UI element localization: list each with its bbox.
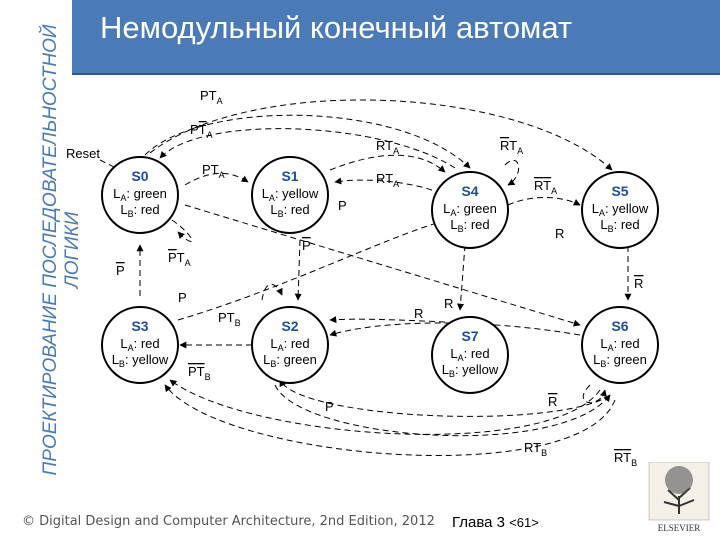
state-output-a: LA: yellow [262, 186, 319, 203]
state-output-b: LB: yellow [112, 352, 169, 369]
arrow-s4-s5 [507, 197, 581, 206]
transition-label-rta-2: RTA [376, 171, 399, 189]
title-bar: Немодульный конечный автомат [72, 0, 720, 75]
state-circle [431, 316, 509, 394]
state-output-b: LB: red [600, 217, 639, 234]
transition-label-ptb-s2: PTB [218, 310, 241, 328]
state-output-a: LA: red [600, 336, 639, 353]
state-circle [581, 171, 659, 249]
transition-label-pta-s0s1: PTA [202, 162, 225, 180]
state-output-a: LA: red [270, 336, 309, 353]
transition-label-r-s6s2: R [414, 306, 423, 321]
chapter-label: Глава 3 [452, 514, 506, 531]
transition-label-p-s1s4: P [338, 198, 347, 213]
arrow-s0-s1 [184, 172, 249, 186]
self-loop-s4 [504, 159, 520, 186]
state-output-b: LB: red [450, 217, 489, 234]
arrow-s3-s4 [177, 220, 441, 321]
state-circle [101, 156, 179, 234]
state-name: S6 [611, 318, 628, 334]
transition-label-p-s6s2: P [325, 399, 334, 414]
state-output-b: LB: red [120, 202, 159, 219]
state-name: S3 [131, 318, 148, 334]
transition-label-rta-1: RTA [376, 138, 399, 156]
state-name: S4 [461, 183, 478, 199]
state-name: S7 [461, 328, 478, 344]
state-output-b: LB: red [270, 202, 309, 219]
footer-copyright: © Digital Design and Computer Architectu… [22, 514, 435, 529]
transition-label-nrta-s4: RTA [500, 138, 523, 156]
arrow-s0-s4-top [144, 114, 471, 169]
arrow-s6-s3 [169, 379, 601, 435]
arrow-s1-s2 [294, 239, 302, 301]
logo-text: ELSEVIER [658, 523, 701, 533]
state-output-a: LA: red [120, 336, 159, 353]
arrow-s4-s7 [456, 244, 466, 311]
arrow-s0-s5 [149, 99, 613, 171]
arrow-s6-s2 [329, 322, 581, 337]
elsevier-logo: ELSEVIER [648, 462, 710, 533]
state-circle [251, 306, 329, 384]
state-name: S5 [611, 183, 628, 199]
arrow-s6-s2-bottom [279, 379, 611, 417]
slide-title: Немодульный конечный автомат [100, 10, 573, 45]
state-output-a: LA: yellow [592, 201, 649, 218]
transition-label-rtb-1: RTB [524, 440, 547, 458]
arrow-s7-s2 [329, 316, 446, 324]
state-output-a: LA: green [113, 186, 167, 203]
arrow-s1-s4 [329, 154, 446, 173]
transition-label-nr-s5s6: R [634, 276, 643, 291]
arrow-s4-s1 [334, 177, 433, 191]
transition-label-r-s5s6: R [555, 226, 564, 241]
self-loop-s0 [171, 219, 193, 242]
state-circle [101, 306, 179, 384]
transition-label-nrnta-s5: RTA [534, 178, 557, 196]
arrow-s4-s0 [159, 128, 456, 169]
transition-label-nptb-s2s3: PTB [188, 364, 211, 382]
transition-label-np-s3s0: P [116, 263, 125, 278]
state-output-b: LB: green [263, 352, 317, 369]
state-circle [581, 306, 659, 384]
page-number: <61> [509, 515, 539, 530]
transition-label-npta-top: PTA [190, 122, 213, 140]
state-output-b: LB: green [593, 352, 647, 369]
state-output-b: LB: yellow [442, 362, 499, 379]
state-output-a: LA: red [450, 346, 489, 363]
self-loop-s6 [582, 384, 607, 404]
transition-arrows [99, 99, 632, 456]
state-circle [431, 171, 509, 249]
state-name: S2 [281, 318, 298, 334]
arrow-s6-s3-bottom [164, 384, 616, 456]
transition-label-npta-s0: PTA [168, 250, 191, 268]
state-name: S1 [281, 168, 298, 184]
transition-label-p-s3s4: P [178, 290, 187, 305]
self-loop-s2 [261, 283, 283, 301]
state-name: S0 [131, 168, 148, 184]
state-output-a: LA: green [443, 201, 497, 218]
arrow-s2-s6 [274, 384, 611, 437]
arrow-s0-s6 [184, 204, 581, 327]
footer-chapter: Глава 3 <61> [452, 514, 539, 531]
transition-label-np-s1s2: P [302, 238, 311, 253]
transition-label-nr-s6: R [548, 394, 557, 409]
transition-label-nrtb-2: RTB [614, 450, 637, 468]
transition-label-r-s7: R [444, 296, 453, 311]
state-circle [251, 156, 329, 234]
transition-label-pta-top: PTA [200, 88, 223, 106]
reset-label: Reset [66, 146, 100, 161]
reset-arrow [99, 159, 121, 171]
